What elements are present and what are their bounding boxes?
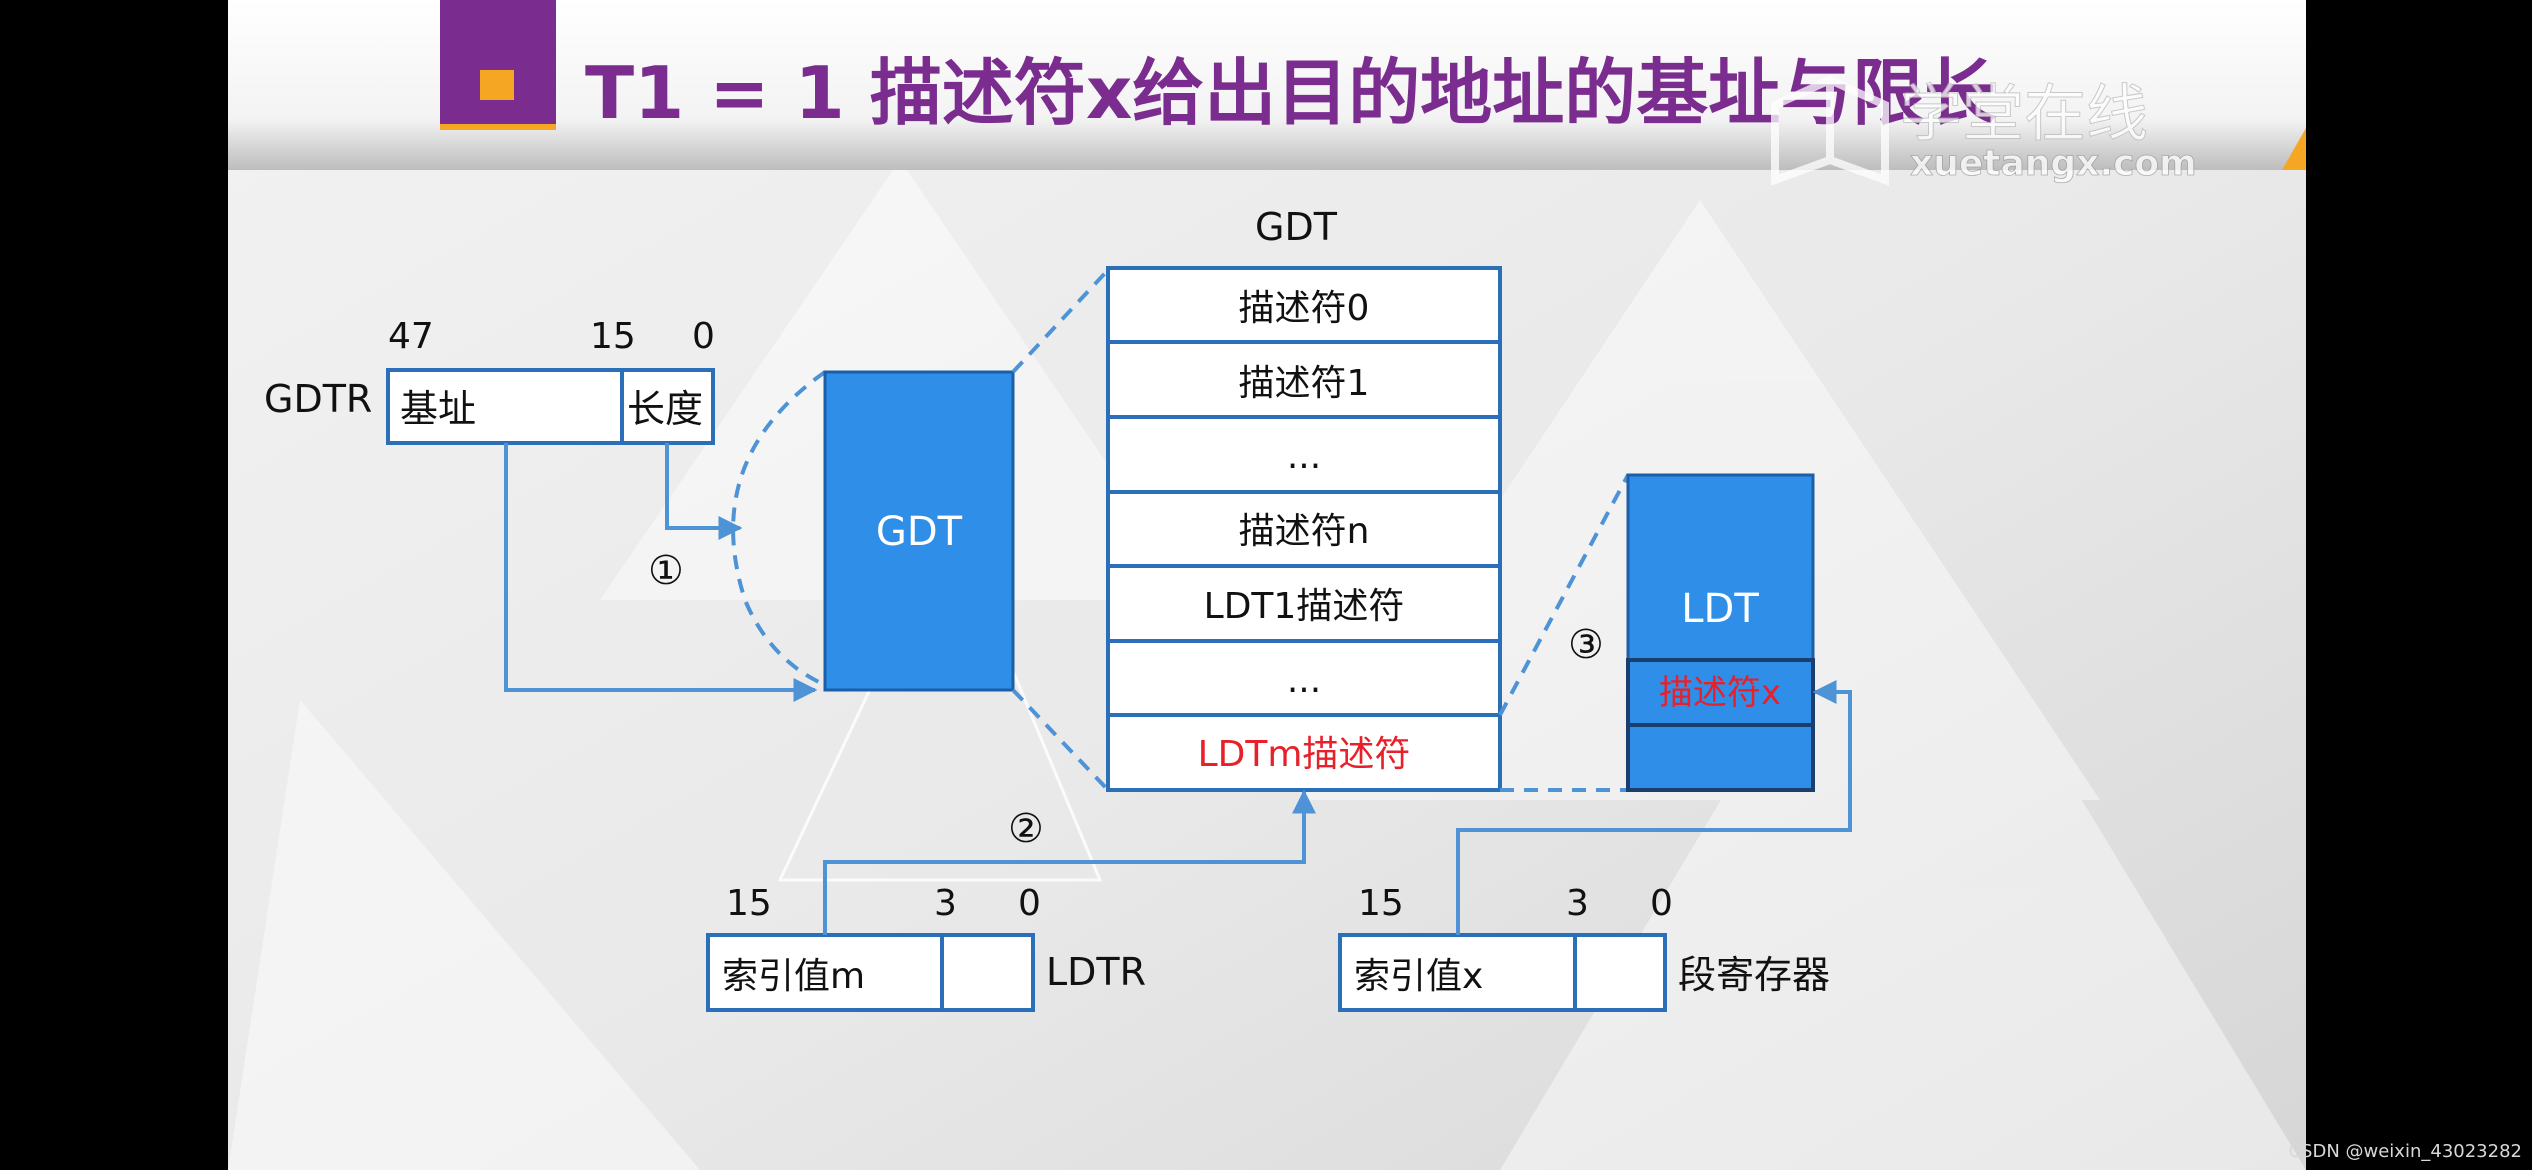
step-1-label: ①	[648, 548, 684, 594]
ldtr-bit-3: 3	[934, 883, 957, 924]
gdt-table-row-lines	[1108, 340, 1500, 717]
gdtr-base: 基址	[400, 387, 476, 431]
ldt-block-label: LDT	[1681, 586, 1759, 632]
gdtr-register: 47 15 0 GDTR 基址 长度	[264, 316, 715, 445]
gdt-bracket-curve	[731, 370, 827, 687]
header-accent-square	[480, 70, 514, 100]
gdt-row-6: LDTm描述符	[1198, 734, 1411, 775]
ldtr-bit-0: 0	[1018, 883, 1041, 924]
segment-register: 15 3 0 索引值x 段寄存器	[1338, 883, 1830, 1012]
gdt-table: 描述符0 描述符1 ... 描述符n LDT1描述符 ... LDTm描述符	[1106, 266, 1502, 792]
gdt-table-frame	[1106, 266, 1502, 792]
ldt-expand-lines	[1498, 474, 1630, 792]
segreg-box	[1338, 933, 1667, 1012]
gdtr-label: GDTR	[264, 377, 372, 421]
gdt-table-title: GDT	[1255, 205, 1338, 249]
segreg-arrow	[1456, 680, 1852, 935]
gdt-row-5: ...	[1287, 660, 1321, 701]
step-2-label: ②	[1008, 806, 1044, 852]
ldtr-label: LDTR	[1046, 950, 1146, 994]
gdtr-bit-47: 47	[388, 316, 434, 357]
gdtr-bit-0: 0	[692, 316, 715, 357]
segreg-label: 段寄存器	[1678, 953, 1830, 997]
ldtr-index: 索引值m	[722, 956, 865, 997]
gdtr-box	[386, 368, 715, 445]
gdtr-base-arrow	[504, 443, 818, 702]
gdt-row-4: LDT1描述符	[1204, 586, 1405, 627]
gdt-block-label: GDT	[876, 509, 963, 555]
gdt-row-1: 描述符1	[1239, 363, 1370, 404]
segreg-bit-3: 3	[1566, 883, 1589, 924]
gdt-block	[823, 370, 1015, 692]
gdtr-limit-arrow	[665, 443, 743, 540]
ldt-bottom-cell	[1626, 723, 1815, 792]
ldtr-arrow	[823, 789, 1316, 935]
gdtr-limit: 长度	[627, 387, 703, 431]
watermark: 学堂在线 xuetangx.com	[1771, 75, 2197, 186]
header-corner-flag	[2282, 128, 2306, 170]
header-accent-bar	[440, 0, 556, 128]
ldt-desc-x: 描述符x	[1659, 673, 1781, 713]
footer-credit: CSDN @weixin_43023282	[2288, 1141, 2522, 1162]
header-band	[228, 0, 2306, 170]
segreg-index: 索引值x	[1354, 956, 1483, 997]
gdt-row-3: 描述符n	[1239, 511, 1370, 552]
gdt-row-2: ...	[1287, 436, 1321, 477]
watermark-cn: 学堂在线	[1900, 77, 2148, 150]
gdtr-bit-15: 15	[590, 316, 636, 357]
ldtr-box	[706, 933, 1035, 1012]
step-3-label: ③	[1568, 622, 1604, 668]
ldt-block: LDT 描述符x	[1626, 473, 1815, 792]
watermark-url: xuetangx.com	[1910, 143, 2197, 184]
slide-title: T1 = 1 描述符x给出目的地址的基址与限长	[585, 51, 1996, 135]
background-triangle-outline	[777, 516, 1103, 882]
header-underline	[440, 124, 556, 130]
ldtr-register: 15 3 0 索引值m LDTR	[706, 883, 1146, 1012]
segreg-bit-0: 0	[1650, 883, 1673, 924]
gdtr-connectors	[504, 443, 818, 702]
ldtr-bit-15: 15	[726, 883, 772, 924]
watermark-logo-icon	[1771, 75, 1889, 186]
segreg-bit-15: 15	[1358, 883, 1404, 924]
gdt-row-0: 描述符0	[1239, 288, 1370, 329]
